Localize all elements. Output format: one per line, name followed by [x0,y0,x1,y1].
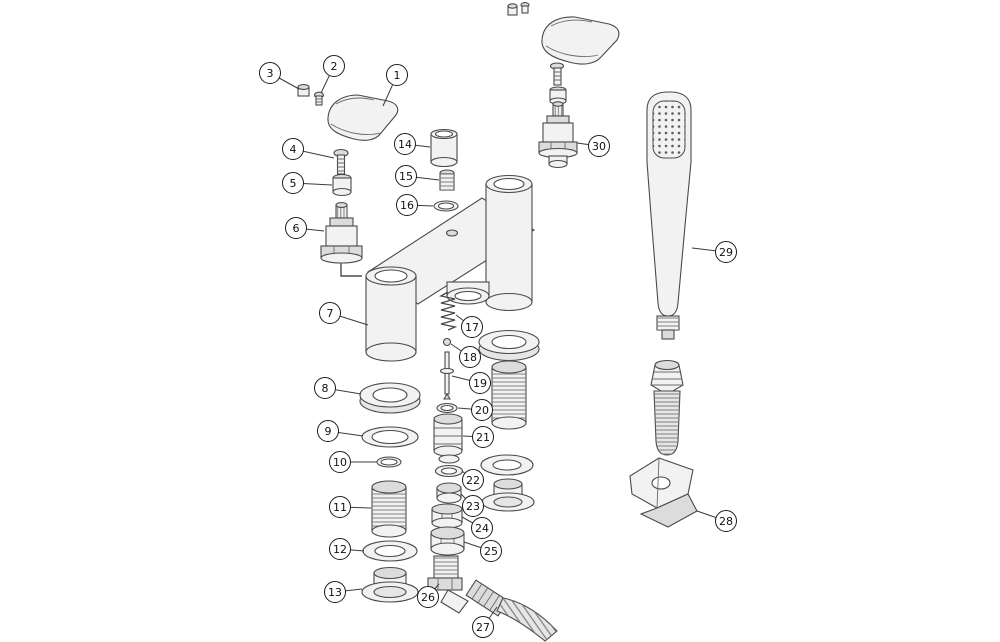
leader-line-18 [450,343,471,358]
assembly-guide-line [340,263,362,277]
leader-line-6 [295,227,325,232]
o-ring-diverter [436,402,458,414]
aerator-insert [439,169,455,191]
leader-line-4 [292,148,335,159]
washer-lower-left [362,540,418,562]
leader-line-9 [327,430,364,437]
leader-line-25 [463,541,492,552]
leader-line-16 [406,204,434,207]
grub-screw-top-right [507,3,518,16]
leader-line-12 [339,548,365,552]
handle-lever-left [327,94,399,141]
leader-line-5 [292,182,333,186]
leader-line-17 [455,314,473,328]
screw-top-right [520,2,530,14]
diverter-spring [439,291,458,331]
leader-line-7 [329,312,369,326]
handle-fixing-screw-right [549,62,565,86]
leader-line-19 [451,375,481,384]
washer-large-left [359,382,421,414]
leader-line-8 [324,387,362,395]
leader-line-20 [457,407,483,411]
handle-grub-screw [313,91,325,106]
o-ring-spout [433,200,459,212]
leader-line-13 [334,588,363,593]
leader-line-2 [320,65,335,94]
leader-line-22 [461,470,474,481]
cartridge-left [320,202,363,264]
leader-line-28 [696,510,727,522]
handle-fixing-screw-left [333,148,349,175]
backnut-right [481,478,535,512]
o-ring-left [376,456,402,468]
leader-line-29 [691,247,727,253]
spline-adapter-left [332,173,352,197]
shower-hose-upper [650,359,684,456]
hex-nut [431,503,463,529]
backnut-left [361,566,419,603]
threaded-inlet-tube-right [491,360,527,430]
washer-stack [434,454,464,478]
flexible-hose-lower [465,579,558,642]
faucet-body [365,174,536,362]
diverter-rod [439,351,455,400]
washer-large-right [478,329,540,362]
leader-line-23 [460,493,474,507]
leader-line-15 [405,175,440,181]
outlet-elbow [427,555,469,614]
leader-line-24 [461,516,483,529]
leader-line-11 [339,506,372,509]
check-ball [442,337,452,347]
wall-bracket [629,457,698,528]
leader-line-30 [576,142,600,147]
leader-line-21 [462,435,484,438]
leader-line-3 [269,72,300,90]
diverter-cartridge [433,413,463,457]
coupling-nut [430,526,465,556]
washer-lower-right [480,454,534,476]
shower-handset [646,91,692,340]
grub-screw-cap [297,84,310,97]
flow-regulator [436,482,462,504]
cartridge-right [538,101,578,169]
handle-lever-right [541,16,620,65]
leader-line-14 [404,143,431,148]
washer-left [361,426,419,448]
threaded-inlet-tube-left [371,480,407,538]
spout-insert-cylinder [430,128,458,168]
